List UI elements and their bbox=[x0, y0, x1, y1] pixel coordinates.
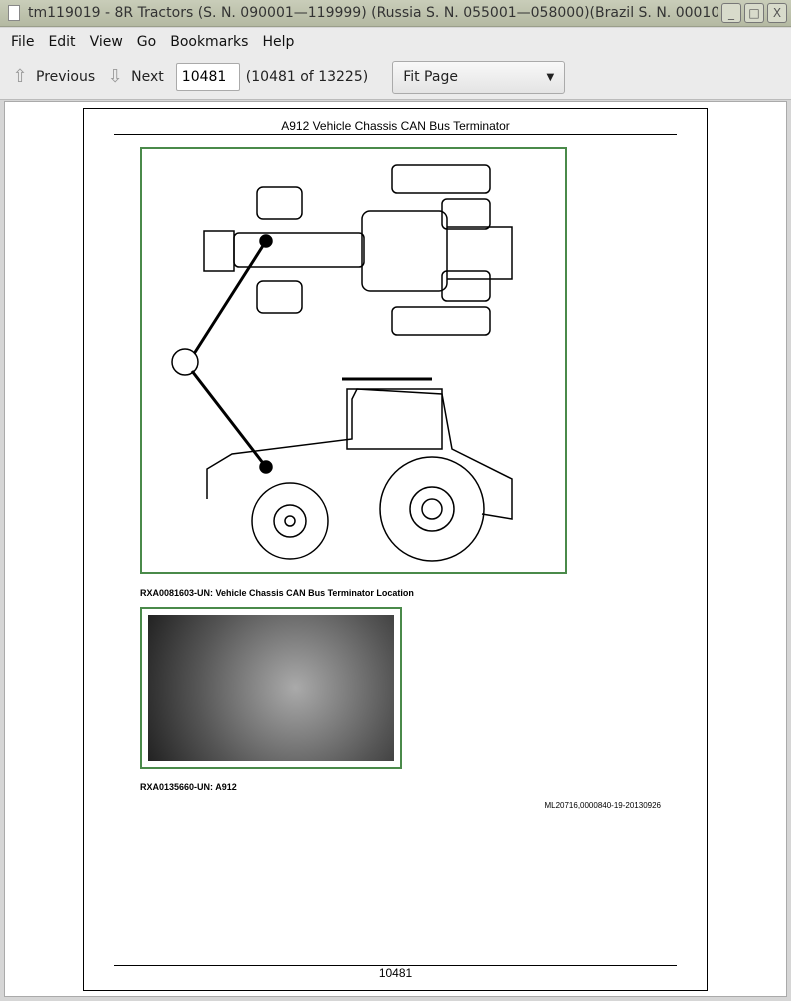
menu-bar: File Edit View Go Bookmarks Help bbox=[0, 28, 791, 55]
window-title: tm119019 - 8R Tractors (S. N. 090001—119… bbox=[28, 5, 718, 21]
arrow-down-icon[interactable]: ⇩ bbox=[107, 66, 123, 87]
page-number-input[interactable] bbox=[175, 63, 240, 91]
next-button[interactable]: Next bbox=[131, 69, 164, 85]
menu-bookmarks[interactable]: Bookmarks bbox=[170, 33, 249, 50]
figure-caption-2: RXA0135660-UN: A912 bbox=[140, 782, 237, 792]
close-button[interactable]: X bbox=[767, 3, 787, 23]
terminator-photo bbox=[148, 615, 394, 761]
menu-file[interactable]: File bbox=[11, 33, 35, 50]
title-bar: tm119019 - 8R Tractors (S. N. 090001—119… bbox=[0, 0, 791, 27]
tractor-diagram bbox=[140, 147, 567, 574]
menu-view[interactable]: View bbox=[89, 33, 123, 50]
toolbar: ⇧ Previous ⇩ Next (10481 of 13225) Fit P… bbox=[0, 55, 791, 100]
menu-go[interactable]: Go bbox=[136, 33, 157, 50]
document-page: A912 Vehicle Chassis CAN Bus Terminator … bbox=[83, 108, 708, 991]
page-count: (10481 of 13225) bbox=[245, 69, 369, 85]
page-header: A912 Vehicle Chassis CAN Bus Terminator bbox=[114, 119, 677, 135]
menu-edit[interactable]: Edit bbox=[48, 33, 76, 50]
maximize-button[interactable]: □ bbox=[744, 3, 764, 23]
menu-help[interactable]: Help bbox=[262, 33, 295, 50]
arrow-up-icon[interactable]: ⇧ bbox=[12, 66, 28, 87]
photo-figure bbox=[140, 607, 402, 769]
minimize-button[interactable]: _ bbox=[721, 3, 741, 23]
document-icon bbox=[8, 5, 20, 21]
zoom-select[interactable]: Fit Page ▼ bbox=[392, 60, 566, 94]
chevron-down-icon: ▼ bbox=[546, 71, 555, 83]
zoom-value: Fit Page bbox=[403, 69, 458, 85]
previous-button[interactable]: Previous bbox=[36, 69, 96, 85]
figure-caption-1: RXA0081603-UN: Vehicle Chassis CAN Bus T… bbox=[140, 588, 414, 598]
page-footer: 10481 bbox=[114, 965, 677, 980]
reference-code: ML20716,0000840-19-20130926 bbox=[544, 801, 661, 810]
